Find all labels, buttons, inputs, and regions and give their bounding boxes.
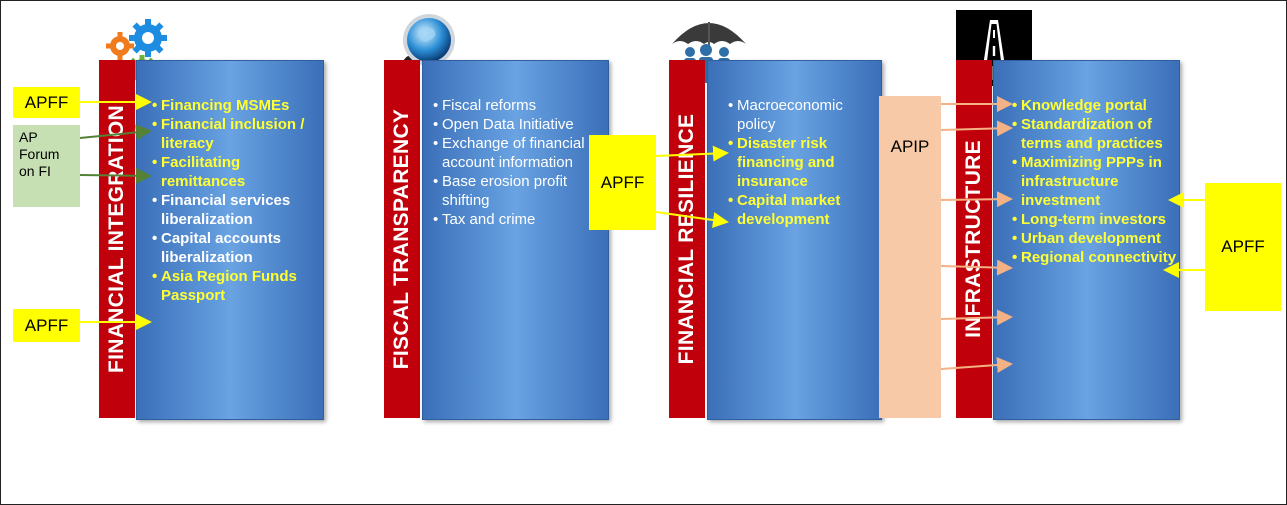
list-item: Financial services liberalization — [152, 191, 322, 229]
arrow — [940, 191, 1013, 208]
list-item: Tax and crime — [433, 210, 605, 229]
list-item: Capital accounts liberalization — [152, 229, 322, 267]
list-item: Macroeconomic policy — [728, 96, 878, 134]
apff-tag: APFF — [13, 87, 80, 118]
list-item: Financial inclusion / literacy — [152, 115, 322, 153]
arrow — [940, 259, 1013, 276]
list-item: Maximizing PPPs in infrastructure invest… — [1012, 153, 1178, 210]
arrow — [655, 145, 729, 162]
financial-resilience-list: Macroeconomic policy Disaster risk finan… — [728, 96, 878, 229]
list-item: Knowledge portal — [1012, 96, 1178, 115]
list-item: Long-term investors — [1012, 210, 1178, 229]
list-item: Regional connectivity — [1012, 248, 1178, 267]
apff-label: APFF — [600, 172, 645, 192]
list-item: Facilitating remittances — [152, 153, 322, 191]
arrow — [940, 357, 1013, 373]
fiscal-transparency-list: Fiscal reforms Open Data Initiative Exch… — [433, 96, 605, 229]
list-item: Capital market development — [728, 191, 878, 229]
arrow — [940, 120, 1013, 137]
apff-tag: APFF — [589, 135, 656, 230]
list-item: Base erosion profit shifting — [433, 172, 605, 210]
infrastructure-bar: INFRASTRUCTURE — [956, 60, 992, 418]
list-item: Disaster risk financing and insurance — [728, 134, 878, 191]
list-item: Urban development — [1012, 229, 1178, 248]
arrow — [655, 211, 729, 228]
list-item: Standardization of terms and practices — [1012, 115, 1178, 153]
financial-resilience-bar: FINANCIAL RESILIENCE — [669, 60, 705, 418]
apff-tag: APFF — [13, 309, 80, 342]
list-item: Fiscal reforms — [433, 96, 605, 115]
ap-forum-label: AP Forum on FI — [19, 129, 60, 179]
financial-integration-bar: FINANCIAL INTEGRATION — [99, 60, 135, 418]
arrow — [79, 124, 152, 141]
ap-forum-tag: AP Forum on FI — [13, 125, 80, 207]
infrastructure-list: Knowledge portal Standardization of term… — [1012, 96, 1178, 267]
apip-tag: APIP — [879, 96, 941, 418]
apff-label: APFF — [24, 315, 69, 335]
apff-tag: APFF — [1205, 183, 1281, 311]
fiscal-transparency-bar: FISCAL TRANSPARENCY — [384, 60, 420, 418]
arrow — [940, 309, 1013, 326]
apff-label: APFF — [1221, 237, 1265, 256]
apff-label: APFF — [24, 92, 69, 112]
list-item: Asia Region Funds Passport — [152, 267, 322, 305]
financial-integration-list: Financing MSMEs Financial inclusion / li… — [152, 96, 322, 305]
arrow — [79, 167, 152, 184]
list-item: Financing MSMEs — [152, 96, 322, 115]
list-item: Exchange of financial account informatio… — [433, 134, 605, 172]
list-item: Open Data Initiative — [433, 115, 605, 134]
apip-label: APIP — [890, 137, 930, 156]
